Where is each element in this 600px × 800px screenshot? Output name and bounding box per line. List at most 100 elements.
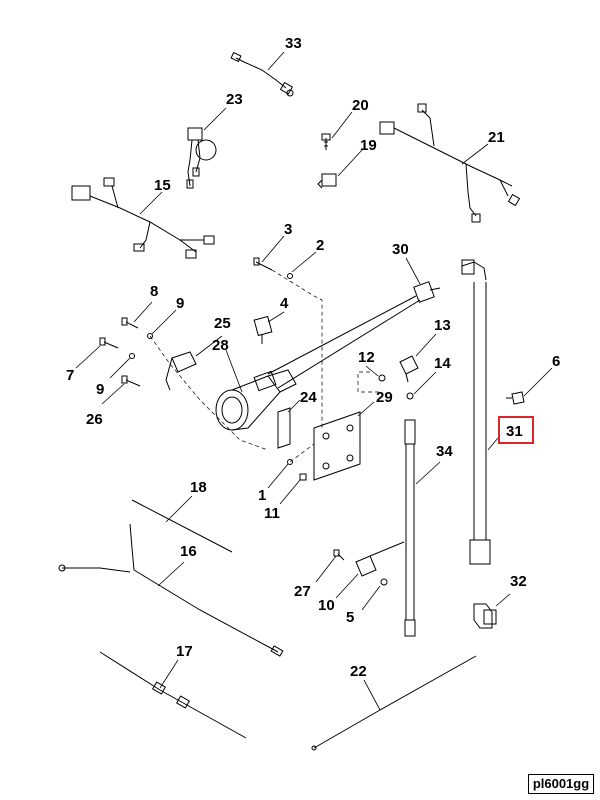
leader-15 <box>139 191 163 215</box>
callout-25: 25 <box>214 315 231 332</box>
part-10-clamp <box>355 541 405 577</box>
callout-9-upper: 9 <box>176 295 184 312</box>
callout-27: 27 <box>294 583 311 600</box>
leader-3 <box>261 235 285 263</box>
leader-4 <box>267 311 285 323</box>
leader-23 <box>203 107 227 131</box>
part-27-screw <box>333 549 345 561</box>
callout-29: 29 <box>376 389 393 406</box>
callout-21: 21 <box>488 129 505 146</box>
part-12-oring <box>378 374 386 382</box>
part-25-bracket <box>165 351 197 391</box>
drawing-reference: pl6001gg <box>528 774 594 794</box>
part-9-washer-lower <box>129 353 135 359</box>
part-18-rod <box>131 499 233 553</box>
part-29-plate <box>313 411 361 481</box>
callout-26: 26 <box>86 411 103 428</box>
callout-19: 19 <box>360 137 377 154</box>
callout-24: 24 <box>300 389 317 406</box>
leader-17 <box>159 659 179 689</box>
part-13-fitting <box>399 355 419 383</box>
part-3-screw <box>253 257 273 271</box>
part-23-sensor-harness <box>186 127 217 189</box>
leader-26 <box>101 383 125 405</box>
part-34-hose <box>404 419 416 637</box>
part-5-nut <box>380 578 388 586</box>
leader-33 <box>267 51 285 71</box>
part-26-screw <box>121 375 141 387</box>
leader-32 <box>495 593 511 607</box>
leader-5 <box>361 585 381 611</box>
leader-2 <box>291 251 317 273</box>
leader-28 <box>225 349 243 393</box>
callout-28: 28 <box>212 337 229 354</box>
leader-22 <box>363 679 381 711</box>
part-30-fitting <box>413 281 441 303</box>
leader-12 <box>365 365 379 377</box>
leader-30 <box>405 257 421 285</box>
part-33-sensor-cable <box>230 51 294 97</box>
part-20-connector <box>321 133 331 150</box>
dash-2 <box>271 269 323 430</box>
callout-10: 10 <box>318 597 335 614</box>
part-32-elbow <box>473 603 497 629</box>
leader-27 <box>315 555 337 583</box>
part-11-nut <box>299 473 307 481</box>
leader-19 <box>337 149 363 177</box>
part-2-washer <box>287 273 293 279</box>
leader-9b <box>109 357 131 379</box>
dash-1 <box>289 443 315 463</box>
leader-25 <box>195 335 223 357</box>
leader-13 <box>415 333 437 357</box>
leader-11 <box>279 479 301 505</box>
rod-lower <box>277 299 421 389</box>
leader-31 <box>487 437 499 451</box>
leader-34 <box>415 461 441 485</box>
leader-21 <box>461 143 489 165</box>
callout-3: 3 <box>284 221 292 238</box>
leader-7 <box>75 345 101 369</box>
part-19-clip <box>317 173 337 189</box>
callout-1: 1 <box>258 487 266 504</box>
callout-15: 15 <box>154 177 171 194</box>
callout-14: 14 <box>434 355 451 372</box>
part-7-screw <box>99 337 119 349</box>
part-9-washer-upper <box>147 333 153 339</box>
part-31-hose <box>461 259 491 565</box>
leader-9a <box>151 309 177 335</box>
callout-33: 33 <box>285 35 302 52</box>
dash-mount <box>149 335 269 451</box>
dash-12 <box>357 371 380 393</box>
part-8-screw <box>121 317 139 329</box>
part-17-wire <box>99 651 247 739</box>
callout-17: 17 <box>176 643 193 660</box>
part-21-harness <box>379 103 521 223</box>
callout-23: 23 <box>226 91 243 108</box>
callout-30: 30 <box>392 241 409 258</box>
rod-upper <box>267 295 417 375</box>
leader-8 <box>133 301 153 323</box>
leader-29 <box>357 401 375 417</box>
callout-13: 13 <box>434 317 451 334</box>
callout-12: 12 <box>358 349 375 366</box>
callout-8: 8 <box>150 283 158 300</box>
callout-16: 16 <box>180 543 197 560</box>
leader-14 <box>413 371 437 395</box>
callout-22: 22 <box>350 663 367 680</box>
leader-24 <box>287 399 301 413</box>
callout-4: 4 <box>280 295 289 312</box>
callout-11: 11 <box>264 505 280 522</box>
callout-31[interactable]: 31 <box>506 423 523 440</box>
callout-2: 2 <box>316 237 324 254</box>
part-6-clamp <box>506 391 525 405</box>
leader-16 <box>157 561 185 587</box>
part-1-washer <box>287 459 293 465</box>
callout-18: 18 <box>190 479 207 496</box>
leader-1 <box>267 463 289 489</box>
callout-31-highlight-box <box>498 416 534 444</box>
callout-20: 20 <box>352 97 369 114</box>
leader-6 <box>523 367 553 397</box>
callout-6: 6 <box>552 353 560 370</box>
part-24-bracket <box>277 407 291 449</box>
